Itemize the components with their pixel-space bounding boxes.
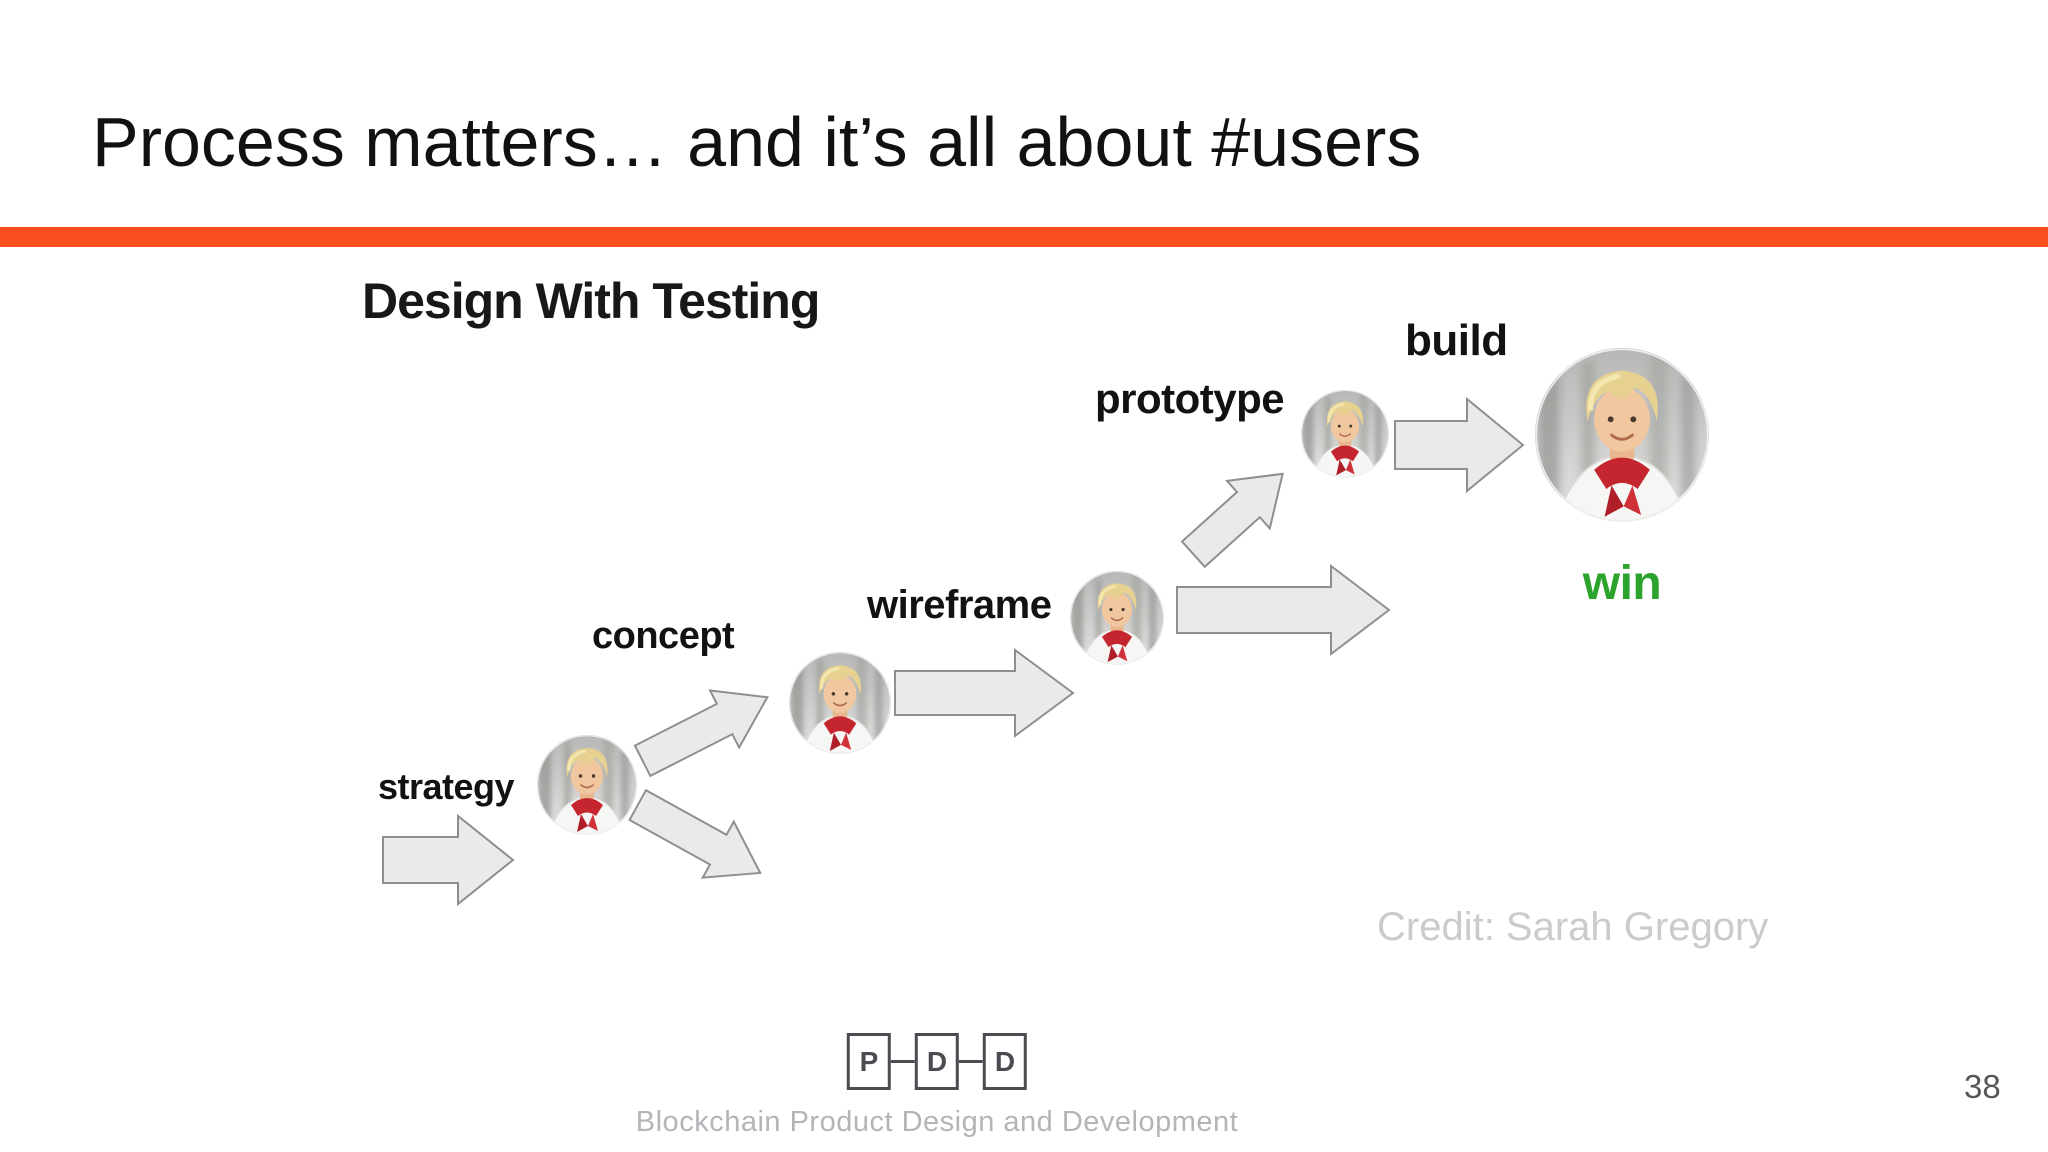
persona-photo-strategy (537, 735, 637, 835)
stage-label-wireframe: wireframe (867, 583, 1052, 627)
right-block-arrow-icon (633, 689, 769, 778)
right-block-arrow-icon (382, 813, 515, 907)
user-portrait-photo-icon (1535, 348, 1709, 522)
logo-box-d1: D (914, 1033, 959, 1090)
persona-photo-win (1535, 348, 1709, 522)
persona-photo-wireframe (1070, 571, 1164, 665)
brand-footer: P D D Blockchain Product Design and Deve… (636, 1033, 1238, 1139)
persona-photo-concept (789, 652, 891, 754)
course-name: Blockchain Product Design and Developmen… (635, 1106, 1239, 1138)
right-block-arrow-icon (1180, 472, 1284, 569)
diagram-heading: Design With Testing (362, 273, 820, 329)
pdd-logo: P D D (846, 1033, 1027, 1090)
right-block-arrow-icon (1176, 563, 1391, 657)
credit-text: Credit: Sarah Gregory (1377, 905, 1769, 949)
logo-connector (958, 1060, 983, 1063)
right-block-arrow-icon (628, 788, 762, 879)
page-number: 38 (1964, 1068, 2001, 1105)
persona-photo-prototype (1301, 390, 1389, 478)
user-portrait-photo-icon (1301, 390, 1389, 478)
logo-connector (890, 1060, 915, 1063)
slide-title: Process matters… and it’s all about #use… (92, 103, 1422, 181)
stage-label-build: build (1405, 316, 1508, 365)
logo-box-p: P (846, 1033, 891, 1090)
user-portrait-photo-icon (789, 652, 891, 754)
user-portrait-photo-icon (1070, 571, 1164, 665)
right-block-arrow-icon (1394, 396, 1525, 494)
win-label: win (1582, 557, 1662, 610)
stage-label-concept: concept (592, 615, 735, 657)
accent-bar (0, 227, 2048, 247)
user-portrait-photo-icon (537, 735, 637, 835)
right-block-arrow-icon (894, 648, 1075, 738)
stage-label-prototype: prototype (1095, 375, 1285, 422)
stage-label-strategy: strategy (378, 766, 515, 807)
logo-box-d2: D (982, 1033, 1027, 1090)
